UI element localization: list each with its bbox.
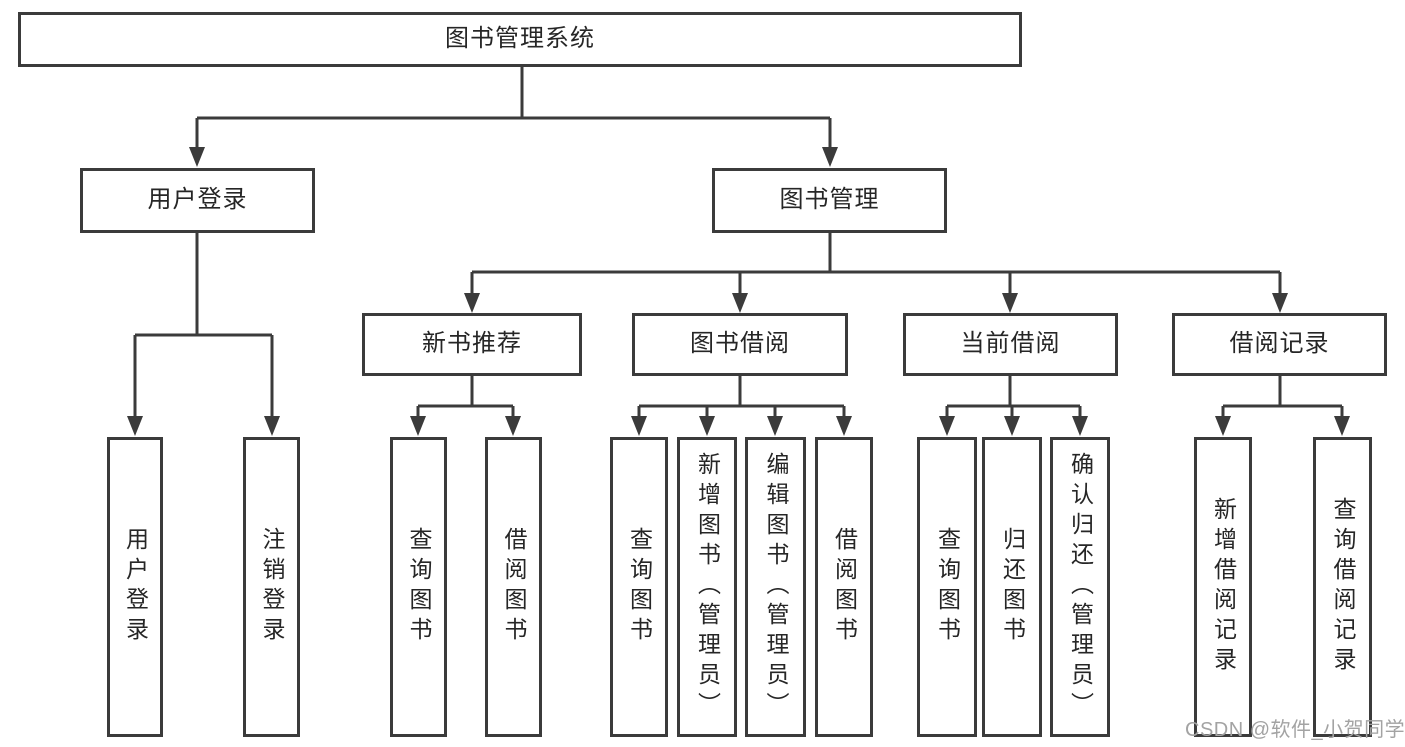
leaf-records-add-record-label: 新增借阅记录 <box>1210 497 1237 677</box>
leaf-borrowing-query-books: 查询图书 <box>610 437 668 737</box>
leaf-borrowing-borrow-books: 借阅图书 <box>815 437 873 737</box>
node-book-management-label: 图书管理 <box>779 186 880 214</box>
leaf-current-return-books: 归还图书 <box>982 437 1042 737</box>
leaf-borrowing-edit-books-admin-label: 编辑图书（管理员） <box>763 452 789 722</box>
arrow-down-icon <box>410 416 426 436</box>
leaf-borrowing-borrow-books-label: 借阅图书 <box>831 527 858 647</box>
leaf-newbooks-borrow-books: 借阅图书 <box>485 437 542 737</box>
arrow-down-icon <box>505 416 521 436</box>
leaf-borrowing-query-books-label: 查询图书 <box>626 527 653 647</box>
connector-bookmgmt-to-level3 <box>470 233 1282 295</box>
arrow-down-icon <box>1004 416 1020 436</box>
leaf-borrowing-edit-books-admin: 编辑图书（管理员） <box>745 437 806 737</box>
leaf-records-add-record: 新增借阅记录 <box>1194 437 1252 737</box>
leaf-user-login: 用户登录 <box>107 437 163 737</box>
arrow-down-icon <box>1002 293 1018 313</box>
connector-root-to-level2 <box>195 67 832 150</box>
arrowheads-userlogin <box>127 416 280 436</box>
leaf-current-confirm-return-admin: 确认归还（管理员） <box>1050 437 1110 737</box>
arrowheads-newbooks <box>410 416 521 436</box>
arrow-down-icon <box>822 147 838 167</box>
arrow-down-icon <box>631 416 647 436</box>
arrowheads-current <box>939 416 1088 436</box>
node-book-borrowing: 图书借阅 <box>632 313 848 376</box>
arrow-down-icon <box>939 416 955 436</box>
leaf-current-query-books: 查询图书 <box>917 437 977 737</box>
csdn-watermark: CSDN @软件_小贺同学 <box>1185 719 1405 741</box>
node-root-label: 图书管理系统 <box>445 25 595 53</box>
leaf-records-query-record: 查询借阅记录 <box>1313 437 1372 737</box>
leaf-current-return-books-label: 归还图书 <box>999 527 1026 647</box>
connector-borrowing-group <box>637 376 846 418</box>
arrow-down-icon <box>732 293 748 313</box>
node-book-management: 图书管理 <box>712 168 947 233</box>
node-borrow-records: 借阅记录 <box>1172 313 1387 376</box>
node-current-borrowing: 当前借阅 <box>903 313 1118 376</box>
leaf-newbooks-borrow-books-label: 借阅图书 <box>501 527 527 647</box>
node-new-book-recommend: 新书推荐 <box>362 313 582 376</box>
arrow-down-icon <box>1072 416 1088 436</box>
arrow-down-icon <box>1272 293 1288 313</box>
arrow-down-icon <box>464 293 480 313</box>
node-new-book-recommend-label: 新书推荐 <box>422 330 522 358</box>
arrowheads-borrowing <box>631 416 852 436</box>
node-book-borrowing-label: 图书借阅 <box>690 330 790 358</box>
arrowheads-level3 <box>464 293 1288 313</box>
connector-records-group <box>1221 376 1344 418</box>
leaf-borrowing-add-books-admin-label: 新增图书（管理员） <box>694 452 721 722</box>
node-user-login-label: 用户登录 <box>147 186 248 214</box>
arrow-down-icon <box>1215 416 1231 436</box>
arrow-down-icon <box>127 416 143 436</box>
leaf-records-query-record-label: 查询借阅记录 <box>1330 497 1356 677</box>
node-current-borrowing-label: 当前借阅 <box>960 330 1061 358</box>
arrowheads-records <box>1215 416 1350 436</box>
node-user-login: 用户登录 <box>80 168 315 233</box>
leaf-current-confirm-return-admin-label: 确认归还（管理员） <box>1067 452 1094 722</box>
leaf-newbooks-query-books: 查询图书 <box>390 437 447 737</box>
leaf-logout: 注销登录 <box>243 437 300 737</box>
leaf-current-query-books-label: 查询图书 <box>934 527 961 647</box>
leaf-borrowing-add-books-admin: 新增图书（管理员） <box>677 437 737 737</box>
arrow-down-icon <box>1334 416 1350 436</box>
arrow-down-icon <box>767 416 783 436</box>
leaf-newbooks-query-books-label: 查询图书 <box>406 527 432 647</box>
node-borrow-records-label: 借阅记录 <box>1229 330 1330 358</box>
leaf-user-login-label: 用户登录 <box>122 527 149 647</box>
arrow-down-icon <box>699 416 715 436</box>
arrowheads-level2 <box>189 147 838 167</box>
arrow-down-icon <box>189 147 205 167</box>
arrow-down-icon <box>836 416 852 436</box>
leaf-logout-label: 注销登录 <box>259 527 285 647</box>
arrow-down-icon <box>264 416 280 436</box>
node-root-system: 图书管理系统 <box>18 12 1022 67</box>
connector-current-group <box>945 376 1082 418</box>
connector-newbooks-group <box>416 376 515 418</box>
connector-userlogin-group <box>133 233 274 418</box>
